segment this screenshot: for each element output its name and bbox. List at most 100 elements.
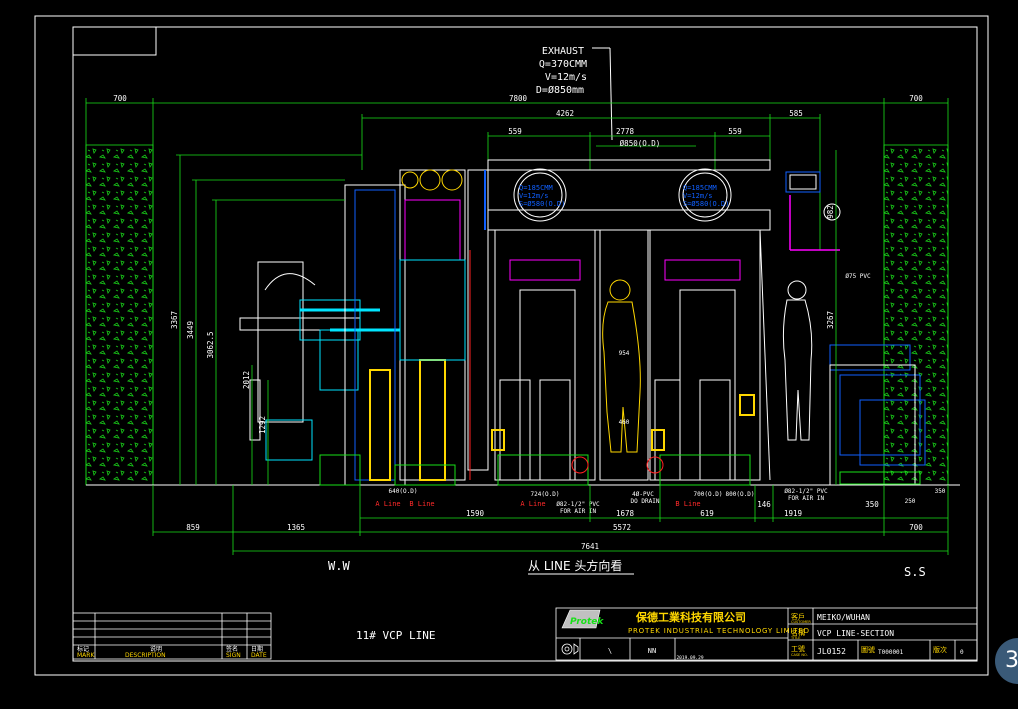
dim-text: 585 bbox=[789, 109, 803, 118]
company-name-cn: 保德工業科技有限公司 bbox=[635, 610, 746, 624]
title-block-fields: 客戶 CUSTOMER MEIKO/WUHAN 名稱 TITLE VCP LIN… bbox=[790, 612, 964, 657]
duct-right-label: Q=185CMM bbox=[683, 184, 717, 192]
annotation: 460 bbox=[619, 419, 630, 426]
scale-cells: \ NN 2019.09.29 bbox=[608, 647, 704, 661]
duct-labels: Q=185CMM V=12m/s S=Ø580(O.D) Q=185CMM V=… bbox=[519, 184, 729, 208]
right-wall bbox=[883, 144, 949, 486]
dimension-text-bottom: 1590 1678 619 146 1919 350 859 1365 5572… bbox=[186, 500, 923, 551]
left-wall bbox=[85, 144, 154, 486]
title-block bbox=[555, 607, 978, 661]
rev-header: 说明 bbox=[150, 645, 162, 653]
annotation: 4Ø-PVC bbox=[632, 491, 654, 498]
scale-cell: 2019.09.29 bbox=[676, 655, 703, 661]
duct-right-label: S=Ø580(O.D) bbox=[683, 200, 729, 208]
dim-text: 146 bbox=[757, 500, 771, 509]
dim-text: 619 bbox=[700, 509, 714, 518]
equipment-tank-a bbox=[487, 159, 771, 486]
annotation: 954 bbox=[619, 350, 630, 357]
drawing-name: 11# VCP LINE bbox=[356, 629, 435, 642]
drawing-no-label: 圖號 bbox=[861, 645, 875, 654]
exhaust-annotation: EXHAUST Q=370CMM V=12m/s D=Ø850mm bbox=[536, 46, 613, 141]
title-label-en: TITLE bbox=[790, 636, 800, 640]
dim-text-vertical: 982 bbox=[826, 205, 835, 219]
dimension-text-left: 3367 3449 3062.5 2012 1292 982 3267 bbox=[170, 205, 835, 434]
view-title: 从 LINE 头方向看 bbox=[528, 558, 622, 573]
revision-block bbox=[72, 612, 272, 660]
sheet-inner-frame bbox=[72, 26, 978, 662]
exhaust-line: V=12m/s bbox=[545, 72, 587, 83]
projection-symbol bbox=[561, 643, 579, 655]
rev-header-en: DESCRIPTION bbox=[125, 652, 166, 659]
dim-text-vertical: 1292 bbox=[258, 416, 267, 434]
dim-text: 1678 bbox=[616, 509, 635, 518]
line-label: A Line bbox=[375, 500, 400, 508]
dim-text-vertical: 3062.5 bbox=[206, 331, 215, 358]
annotation: 800(O.D) bbox=[726, 491, 755, 498]
rev-header: 标记 bbox=[77, 645, 89, 653]
dim-text: 7800 bbox=[509, 94, 528, 103]
equipment-tank-b bbox=[646, 229, 771, 486]
dim-text: 700 bbox=[113, 94, 127, 103]
exhaust-line: D=Ø850mm bbox=[536, 84, 584, 96]
dim-text-vertical: 3367 bbox=[170, 311, 179, 329]
customer-label: 客戶 bbox=[791, 612, 805, 621]
annotation: 250 bbox=[905, 498, 916, 505]
annotation: FOR AIR IN bbox=[560, 508, 597, 515]
operator-figure-center bbox=[599, 229, 649, 481]
annotation: DO DRAIN bbox=[631, 498, 660, 505]
logo-text: Protek bbox=[570, 617, 604, 627]
rev-header-en: DATE bbox=[251, 652, 267, 659]
annotation: 350 bbox=[935, 488, 946, 495]
dimension-lines-bottom bbox=[152, 485, 949, 555]
job-label: 工號 bbox=[791, 644, 805, 653]
ground-walls bbox=[85, 144, 960, 486]
company-name-en: PROTEK INDUSTRIAL TECHNOLOGY LIMITED bbox=[628, 627, 810, 635]
dim-text: 559 bbox=[508, 127, 522, 136]
annotation: Ø82-1/2" PVC bbox=[556, 501, 600, 508]
annotation: Ø82-1/2" PVC bbox=[784, 488, 828, 495]
exhaust-line: Q=370CMM bbox=[539, 59, 587, 70]
dim-text: 2778 bbox=[616, 127, 635, 136]
rev-header: 日期 bbox=[251, 645, 263, 653]
dim-text: 1590 bbox=[466, 509, 485, 518]
title-label: 名稱 bbox=[791, 628, 805, 637]
title-value: VCP LINE-SECTION bbox=[817, 629, 894, 638]
scale-cell: NN bbox=[648, 647, 656, 655]
dim-text: 5572 bbox=[613, 523, 631, 532]
dim-text: Ø850(O.D) bbox=[620, 139, 661, 148]
annotation: Ø75 PVC bbox=[845, 273, 871, 280]
rev-value: 0 bbox=[960, 649, 964, 656]
job-value: JL0152 bbox=[817, 647, 846, 656]
scale-cell: \ bbox=[608, 647, 612, 655]
duct-right-label: V=12m/s bbox=[683, 192, 713, 200]
company-logo: Protek bbox=[561, 609, 604, 629]
dim-text: 1919 bbox=[784, 509, 802, 518]
dim-text: 7641 bbox=[581, 542, 599, 551]
page-number-badge[interactable]: 3 bbox=[995, 638, 1018, 684]
equipment-left-section bbox=[239, 169, 489, 486]
side-label-right: S.S bbox=[904, 565, 926, 579]
line-labels: A Line B Line A Line B Line bbox=[375, 500, 700, 508]
line-label: A Line bbox=[520, 500, 545, 508]
dim-text: 350 bbox=[865, 500, 879, 509]
dimension-lines-top bbox=[85, 98, 949, 485]
dim-text: 559 bbox=[728, 127, 742, 136]
small-annotations: 954 460 Ø75 PVC 640(O.D) 724(O.D) 700(O.… bbox=[389, 273, 946, 515]
dimension-text-top: 700 7800 700 4262 585 559 2778 559 Ø850(… bbox=[113, 94, 923, 148]
dim-text: 859 bbox=[186, 523, 200, 532]
line-label: B Line bbox=[675, 500, 700, 508]
drawing-no-value: T000001 bbox=[878, 649, 904, 656]
operator-figure-right bbox=[782, 280, 813, 441]
dim-text: 700 bbox=[909, 94, 923, 103]
annotation: 700(O.D) bbox=[694, 491, 723, 498]
line-label: B Line bbox=[409, 500, 434, 508]
revision-headers: 标记 说明 签名 日期 MARK DESCRIPTION SIGN DATE bbox=[77, 645, 267, 659]
duct-left-label: V=12m/s bbox=[519, 192, 549, 200]
exhaust-line: EXHAUST bbox=[542, 46, 584, 57]
view-labels: W.W S.S 从 LINE 头方向看 bbox=[328, 558, 926, 579]
customer-value: MEIKO/WUHAN bbox=[817, 613, 870, 622]
job-label-en: CASE NO. bbox=[791, 653, 808, 657]
duct-left-label: S=Ø580(O.D) bbox=[519, 200, 565, 208]
equipment-right-section bbox=[785, 171, 926, 486]
